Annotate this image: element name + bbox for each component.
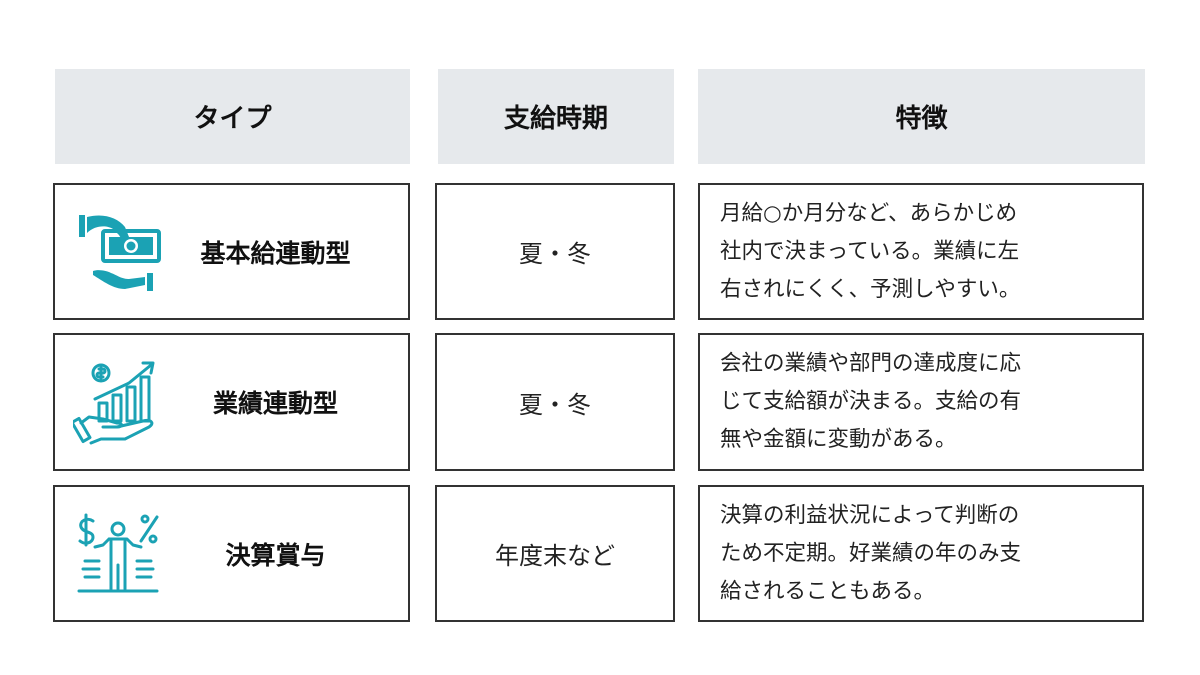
feature-text: 決算の利益状況によって判断の ため不定期。好業績の年のみ支 給されることもある。 (720, 502, 1022, 604)
header-timing: 支給時期 (438, 69, 674, 164)
timing-cell: 夏・冬 (435, 333, 675, 471)
feature-cell: 月給○か月分など、あらかじめ 社内で決まっている。業績に左 右されにくく、予測し… (698, 183, 1144, 320)
header-feature: 特徴 (698, 69, 1145, 164)
person-dollar-percent-icon (77, 513, 159, 592)
type-label: 業績連動型 (212, 389, 338, 418)
hand-giving-money-icon (79, 214, 161, 291)
timing-cell: 年度末など (435, 485, 675, 622)
type-cell: 決算賞与 (53, 485, 410, 622)
header-type: タイプ (55, 69, 410, 164)
timing-cell: 夏・冬 (435, 183, 675, 320)
feature-text: 会社の業績や部門の達成度に応 じて支給額が決まる。支給の有 無や金額に変動がある… (720, 351, 1022, 452)
type-cell: 業績連動型 (53, 333, 410, 471)
feature-cell: 決算の利益状況によって判断の ため不定期。好業績の年のみ支 給されることもある。 (698, 485, 1144, 622)
feature-cell: 会社の業績や部門の達成度に応 じて支給額が決まる。支給の有 無や金額に変動がある… (698, 333, 1144, 471)
hand-growth-chart-icon (73, 361, 155, 445)
type-cell: 基本給連動型 (53, 183, 410, 320)
type-label: 決算賞与 (225, 540, 326, 570)
feature-text: 月給○か月分など、あらかじめ 社内で決まっている。業績に左 右されにくく、予測し… (720, 200, 1021, 302)
type-label: 基本給連動型 (200, 238, 351, 268)
